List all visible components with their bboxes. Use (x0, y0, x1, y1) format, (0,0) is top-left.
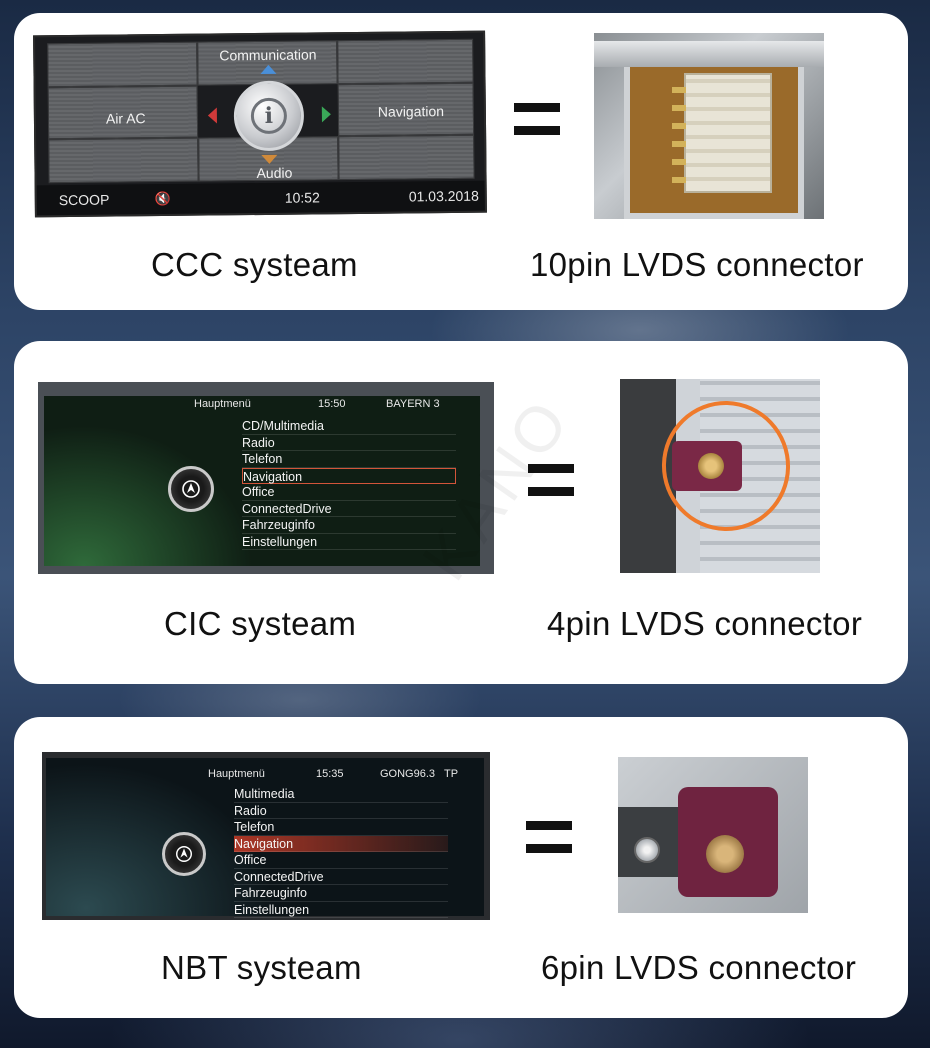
ccc-status-date: 01.03.2018 (408, 187, 479, 205)
nbt-header-time: 15:35 (316, 768, 344, 780)
6pin-connector-label: 6pin LVDS connector (541, 949, 857, 986)
ccc-info-knob: i (233, 80, 305, 152)
cic-header-station: BAYERN 3 (386, 398, 440, 410)
10pin-connector-label: 10pin LVDS connector (530, 246, 864, 283)
left-arrow-icon (207, 107, 217, 124)
nbt-header-title: Hauptmenü (208, 768, 265, 780)
down-arrow-icon (261, 154, 278, 164)
nbt-header-tp: TP (444, 768, 459, 780)
ccc-status-bar: SCOOP 🔇 10:52 01.03.2018 (36, 180, 485, 216)
4pin-connector-photo (620, 379, 820, 573)
4pin-connector-label: 4pin LVDS connector (547, 605, 863, 642)
controller-knob-icon (168, 466, 214, 512)
cic-header-title: Hauptmenü (194, 398, 251, 410)
nbt-card: Hauptmenü 15:35 GONG96.3 TP Multimedia R… (14, 717, 908, 1018)
equals-sign (528, 464, 574, 496)
mute-icon: 🔇 (154, 190, 172, 207)
cic-system-label: CIC systeam (164, 605, 357, 642)
equals-sign (526, 821, 572, 853)
nbt-menu-item: Office (234, 852, 448, 869)
cic-menu-item: Einstellungen (242, 534, 456, 550)
equals-sign (514, 103, 560, 135)
right-arrow-icon (321, 106, 331, 123)
ccc-menu-communication: Communication (219, 46, 317, 64)
up-arrow-icon (260, 64, 277, 74)
nbt-menu-item: Telefon (234, 819, 448, 836)
cic-menu-item: Radio (242, 435, 456, 451)
ccc-screen-photo: Communication Air AC Navigation Audio i … (33, 30, 487, 218)
nbt-menu-item: Einstellungen (234, 902, 448, 918)
info-icon: i (250, 97, 288, 135)
cic-screen-photo: Hauptmenü 15:50 BAYERN 3 CD/Multimedia R… (38, 382, 494, 574)
nbt-menu-item: Radio (234, 803, 448, 819)
ccc-menu-navigation: Navigation (377, 103, 445, 120)
ccc-card: Communication Air AC Navigation Audio i … (14, 13, 908, 310)
cic-menu-item: Fahrzeuginfo (242, 517, 456, 534)
cic-menu-item: Office (242, 484, 456, 501)
ccc-status-source: SCOOP (58, 191, 110, 209)
cic-header-time: 15:50 (318, 398, 346, 410)
controller-knob-icon (162, 832, 206, 876)
ccc-system-label: CCC systeam (151, 246, 358, 283)
cic-menu-item-selected: Navigation (242, 467, 456, 484)
cic-menu-item: CD/Multimedia (242, 418, 456, 435)
nbt-menu-item: Multimedia (234, 786, 448, 803)
ccc-menu-audio: Audio (256, 164, 293, 182)
6pin-connector-photo (618, 757, 808, 913)
nbt-menu-item: Fahrzeuginfo (234, 885, 448, 902)
nbt-system-label: NBT systeam (161, 949, 362, 986)
cic-card: Hauptmenü 15:50 BAYERN 3 CD/Multimedia R… (14, 341, 908, 684)
nbt-screen-photo: Hauptmenü 15:35 GONG96.3 TP Multimedia R… (42, 752, 490, 920)
10pin-connector-photo (594, 33, 824, 219)
nbt-menu-item-selected: Navigation (234, 835, 448, 852)
ccc-status-time: 10:52 (284, 189, 320, 206)
ccc-menu-air-ac: Air AC (105, 110, 146, 127)
nbt-menu-item: ConnectedDrive (234, 869, 448, 885)
cic-menu-item: ConnectedDrive (242, 501, 456, 517)
nbt-header-station: GONG96.3 (380, 768, 436, 780)
cic-menu-item: Telefon (242, 451, 456, 468)
